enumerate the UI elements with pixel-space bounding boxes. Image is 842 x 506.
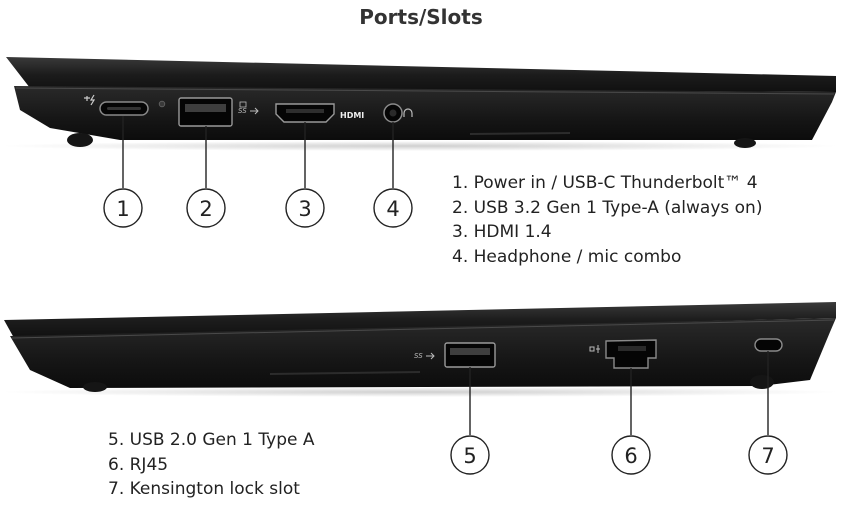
svg-text:1: 1 (116, 197, 129, 221)
svg-text:4: 4 (386, 197, 399, 221)
network-icon (589, 345, 600, 353)
legend-item: 2. USB 3.2 Gen 1 Type-A (always on) (452, 197, 763, 218)
svg-text:3: 3 (298, 197, 311, 221)
callout-7: 7 (748, 435, 788, 475)
callout-5: 5 (450, 435, 490, 475)
callout-6: 6 (611, 435, 651, 475)
headphone-icon (403, 108, 413, 117)
svg-text:6: 6 (624, 444, 637, 468)
kensington-slot (754, 338, 783, 352)
thunderbolt-icon (84, 94, 96, 106)
svg-text:5: 5 (463, 444, 476, 468)
legend-item: 4. Headphone / mic combo (452, 246, 682, 267)
usb-a-port (178, 97, 233, 127)
laptop-right-side: SS (0, 302, 840, 397)
legend-left-side-ports: 1. Power in / USB-C Thunderbolt™ 4 2. US… (452, 171, 762, 269)
svg-text:7: 7 (761, 444, 774, 468)
power-led-icon (158, 100, 166, 108)
legend-item: 6. RJ45 (108, 454, 169, 475)
legend-item: 3. HDMI 1.4 (452, 222, 552, 242)
legend-item: 5. USB 2.0 Gen 1 Type A (108, 430, 315, 450)
callout-1: 1 (103, 188, 143, 228)
callout-2: 2 (186, 188, 226, 228)
legend-item: 1. Power in / USB-C Thunderbolt™ 4 (452, 173, 758, 193)
svg-text:SS: SS (414, 352, 423, 360)
usb-superspeed-icon: SS (414, 352, 435, 360)
svg-text:SS: SS (238, 107, 247, 115)
laptop-left-side: SS HDMI (0, 57, 840, 151)
svg-text:2: 2 (199, 197, 212, 221)
legend-item: 7. Kensington lock slot (108, 479, 300, 499)
hdmi-port (275, 103, 335, 123)
hdmi-logo: HDMI (340, 111, 364, 120)
callout-3: 3 (285, 188, 325, 228)
legend-right-side-ports: 5. USB 2.0 Gen 1 Type A 6. RJ45 7. Kensi… (108, 428, 314, 502)
rj45-port (605, 339, 657, 369)
usb-c-port (99, 101, 149, 116)
usb-a-port (444, 342, 496, 368)
audio-jack (383, 103, 403, 123)
callout-4: 4 (373, 188, 413, 228)
usb-superspeed-icon: SS (238, 101, 259, 115)
page-title: Ports/Slots (359, 5, 483, 29)
